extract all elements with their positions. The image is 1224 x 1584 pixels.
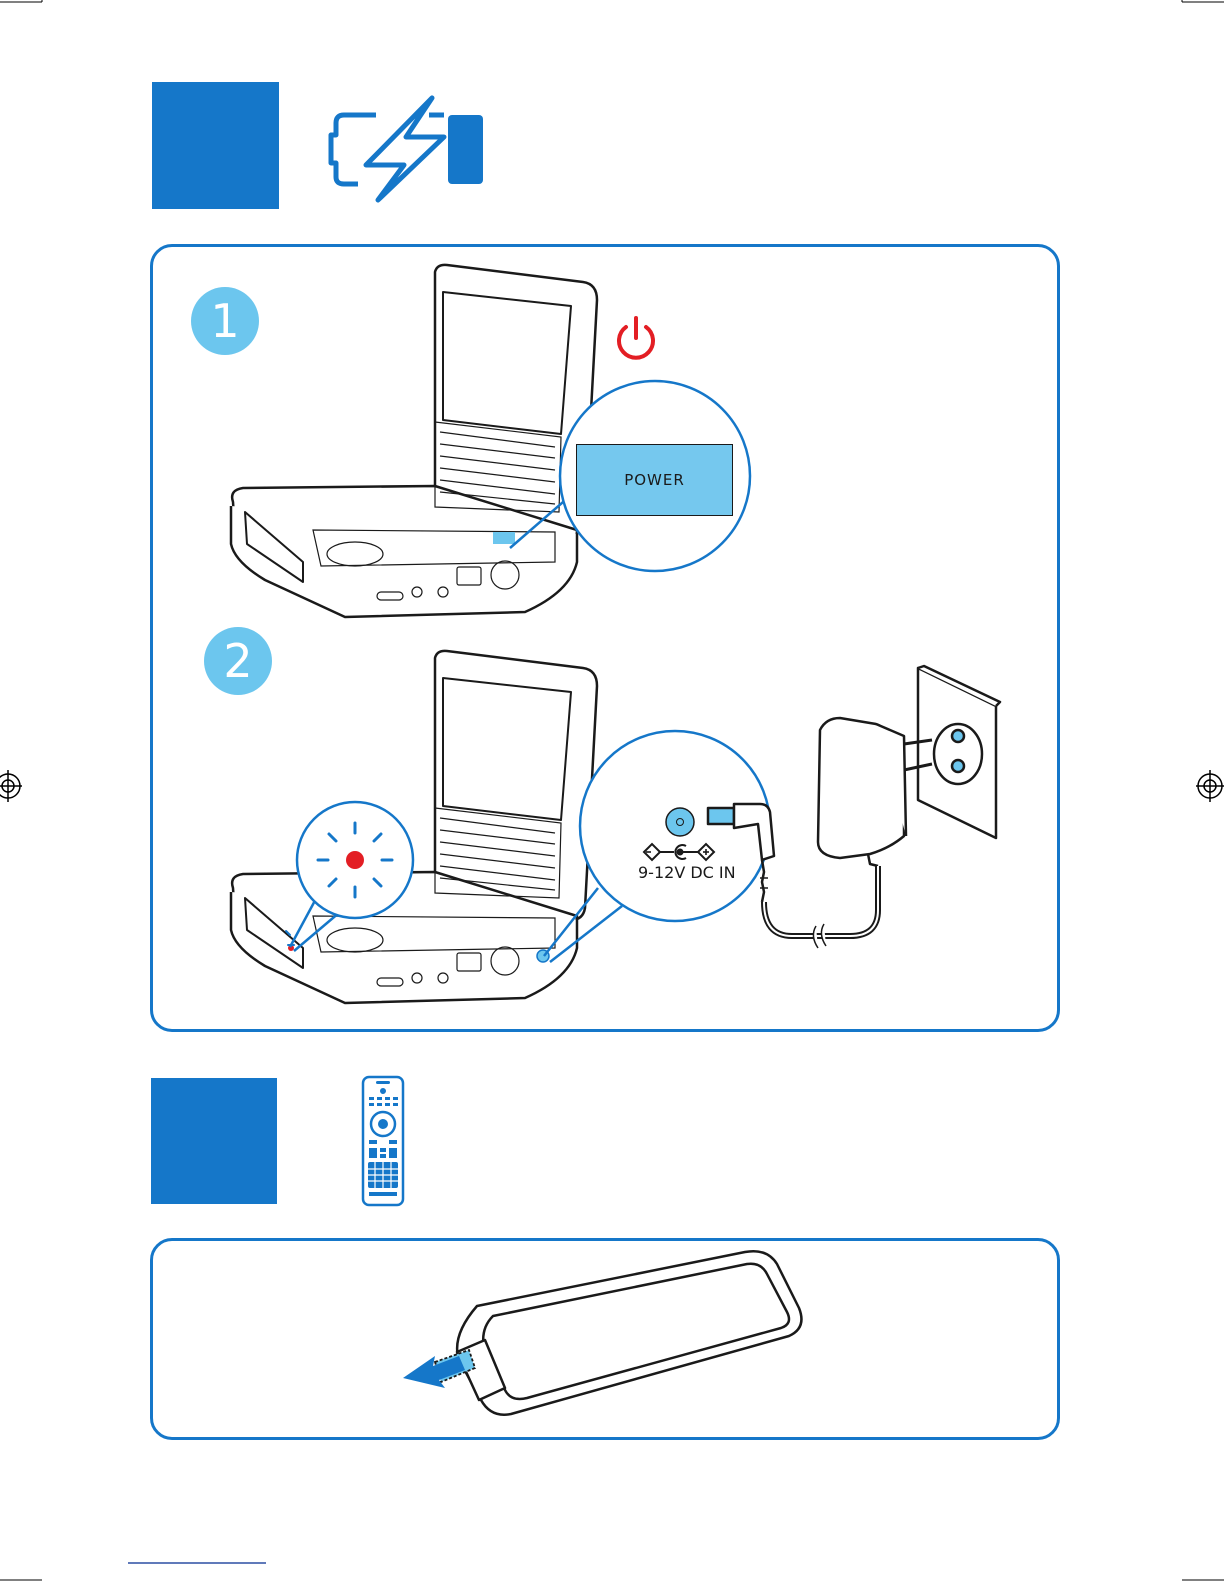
- remote-control-icon: [360, 1074, 406, 1208]
- section-charge-marker: [152, 82, 279, 209]
- remote-pull-tab-icon: [395, 1244, 815, 1424]
- power-adapter-icon: [700, 660, 1010, 950]
- blinking-led-icon: [280, 795, 420, 955]
- power-button-label: POWER: [624, 471, 685, 489]
- section-remote-marker: [151, 1078, 277, 1204]
- registration-mark-right: [1196, 770, 1224, 802]
- power-icon: [612, 314, 660, 362]
- power-button-callout: POWER: [576, 444, 733, 516]
- registration-mark-left: [0, 770, 22, 802]
- battery-charging-icon: [326, 95, 491, 203]
